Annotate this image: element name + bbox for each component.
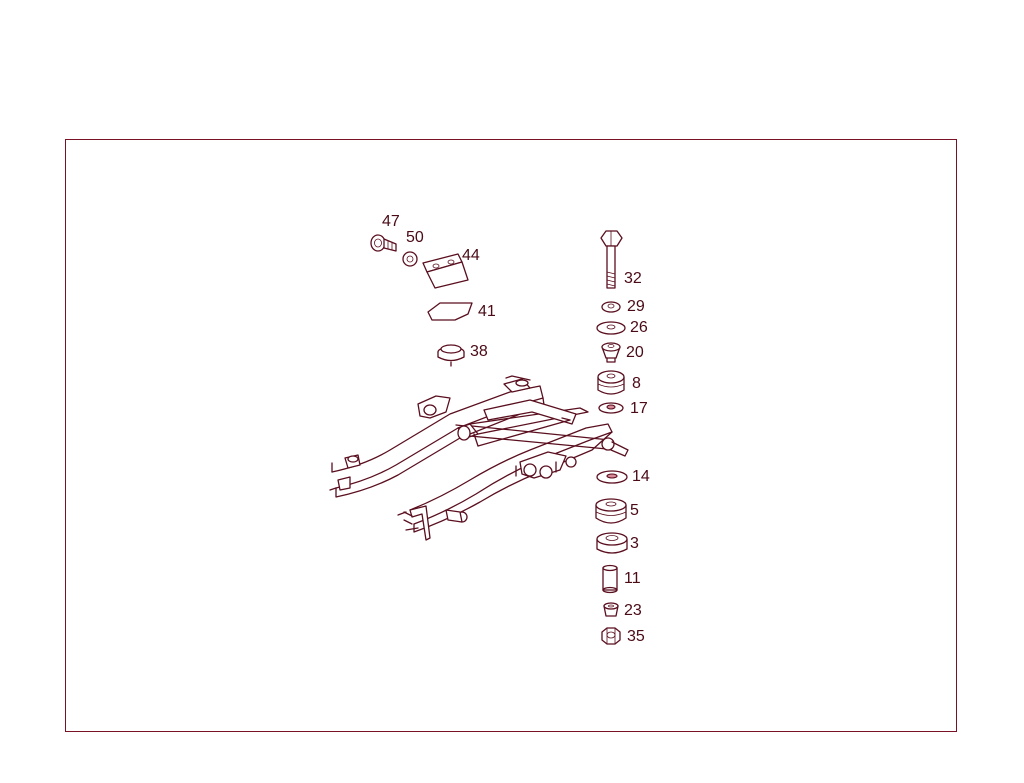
part-23-bushing[interactable] [603,602,619,617]
callout-29: 29 [627,298,645,315]
callout-3: 3 [630,535,639,552]
part-29-washer[interactable] [601,301,621,313]
part-47-screw[interactable] [370,234,397,252]
part-26-disc[interactable] [596,321,626,335]
callout-5: 5 [630,502,639,519]
part-50-washer[interactable] [402,251,418,267]
callout-8: 8 [632,375,641,392]
callout-44: 44 [462,247,480,264]
part-41-pad[interactable] [427,302,473,321]
callout-14: 14 [632,468,650,485]
part-17-washer[interactable] [598,402,624,414]
callout-11: 11 [624,570,641,587]
part-20-sleeve[interactable] [601,342,621,363]
callout-35: 35 [627,628,645,645]
callout-26: 26 [630,319,648,336]
part-32-bolt[interactable] [600,230,623,289]
part-8-mount[interactable] [597,370,625,395]
part-38-bushing[interactable] [437,344,465,367]
callout-23: 23 [624,602,642,619]
callout-20: 20 [626,344,644,361]
part-14-washer[interactable] [596,470,628,484]
diagram-frame [65,139,957,732]
part-5-mount[interactable] [595,498,627,524]
callout-17: 17 [630,400,648,417]
part-35-nut[interactable] [601,627,621,645]
part-11-spacer[interactable] [602,564,618,594]
callout-47: 47 [382,213,400,230]
callout-50: 50 [406,229,424,246]
chassis-frame [329,375,629,541]
callout-41: 41 [478,303,496,320]
part-44-bracket[interactable] [422,253,469,289]
callout-38: 38 [470,343,488,360]
part-3-cone[interactable] [596,532,628,554]
callout-32: 32 [624,270,642,287]
